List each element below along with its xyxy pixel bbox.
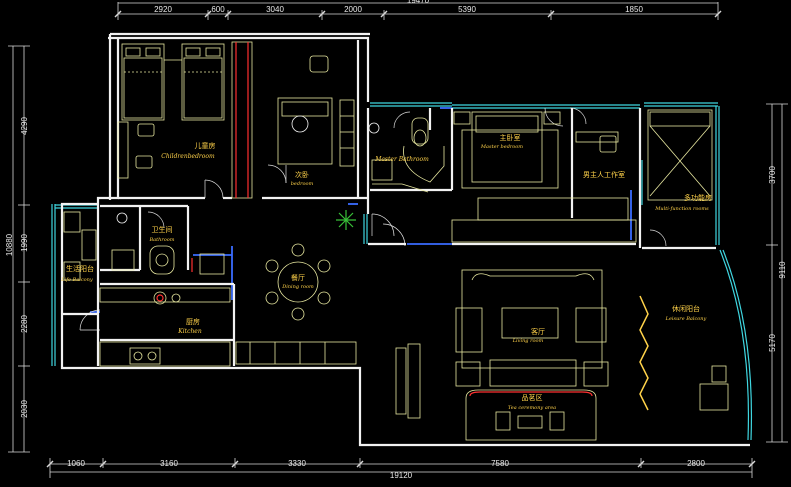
- label-multi-room-en: Multi-function rooms: [654, 206, 709, 212]
- label-kitchen-en: Kitchen: [177, 328, 202, 335]
- windows: [51, 102, 753, 441]
- dim-top-1: 2920: [154, 5, 172, 14]
- dim-left-total: 10880: [5, 233, 14, 256]
- decor-plant-icon: [116, 115, 380, 224]
- label-master-bathroom-en: Master Bathroom: [374, 156, 429, 163]
- dim-top-6: 1850: [625, 5, 643, 14]
- dim-top-total: 19470: [407, 0, 430, 5]
- label-kitchen-cn: 厨房: [186, 317, 200, 326]
- dim-top-3: 3040: [266, 5, 284, 14]
- furniture: [63, 41, 729, 441]
- label-master-bedroom-cn: 主卧室: [500, 133, 521, 142]
- dim-top-2: 600: [211, 5, 225, 14]
- label-public-bathroom-en: Bathroom: [148, 237, 174, 243]
- zigzag-screen: [639, 295, 649, 411]
- plant-icon: [336, 210, 356, 230]
- label-studio-cn: 男主人工作室: [583, 170, 625, 179]
- dim-right-1: 3700: [768, 166, 777, 184]
- dim-top-5: 5390: [458, 5, 476, 14]
- dim-bottom-total: 19120: [390, 471, 413, 480]
- dimension-ticks: [46, 10, 756, 468]
- walls: [60, 32, 750, 447]
- label-second-bedroom-en: bedroom: [291, 181, 314, 187]
- dim-bottom-3: 3330: [288, 459, 306, 468]
- dimension-lines: [8, 2, 788, 478]
- door-swings: [79, 107, 667, 331]
- label-living-cn: 客厅: [531, 327, 545, 336]
- dim-right-total: 9110: [778, 261, 787, 279]
- label-master-bedroom-en: Master bedroom: [480, 144, 523, 150]
- dim-left-4: 2030: [20, 400, 29, 418]
- dim-bottom-1: 1060: [67, 459, 85, 468]
- label-second-bedroom-cn: 次卧: [295, 170, 309, 179]
- label-leisure-balcony-cn: 休闲阳台: [672, 304, 700, 313]
- dim-bottom-5: 2800: [687, 459, 705, 468]
- label-leisure-balcony-en: Leisure Balcony: [665, 316, 707, 322]
- dim-right-2: 5170: [768, 334, 777, 352]
- red-accents: [156, 42, 593, 397]
- label-children-bedroom-en: Childrenbedroom: [161, 153, 215, 160]
- label-children-bedroom-cn: 儿童房: [195, 141, 216, 150]
- dim-top-4: 2000: [344, 5, 362, 14]
- label-multi-room-cn: 多功能房: [684, 193, 712, 202]
- dim-bottom-2: 3160: [160, 459, 178, 468]
- label-life-balcony-en: Life Balcony: [60, 277, 93, 283]
- label-living-en: Living room: [512, 338, 544, 344]
- dim-left-3: 2280: [20, 315, 29, 333]
- label-tea-area-cn: 品茗区: [522, 393, 543, 402]
- label-dining-en: Dining room: [281, 284, 314, 290]
- label-public-bathroom-cn: 卫生间: [152, 225, 173, 234]
- label-tea-area-en: Tea ceremony area: [508, 405, 556, 411]
- dim-left-1: 4290: [20, 117, 29, 135]
- dim-bottom-4: 7580: [491, 459, 509, 468]
- label-life-balcony-cn: 生活阳台: [66, 264, 94, 273]
- dim-left-2: 1990: [20, 234, 29, 252]
- label-dining-cn: 餐厅: [291, 273, 305, 282]
